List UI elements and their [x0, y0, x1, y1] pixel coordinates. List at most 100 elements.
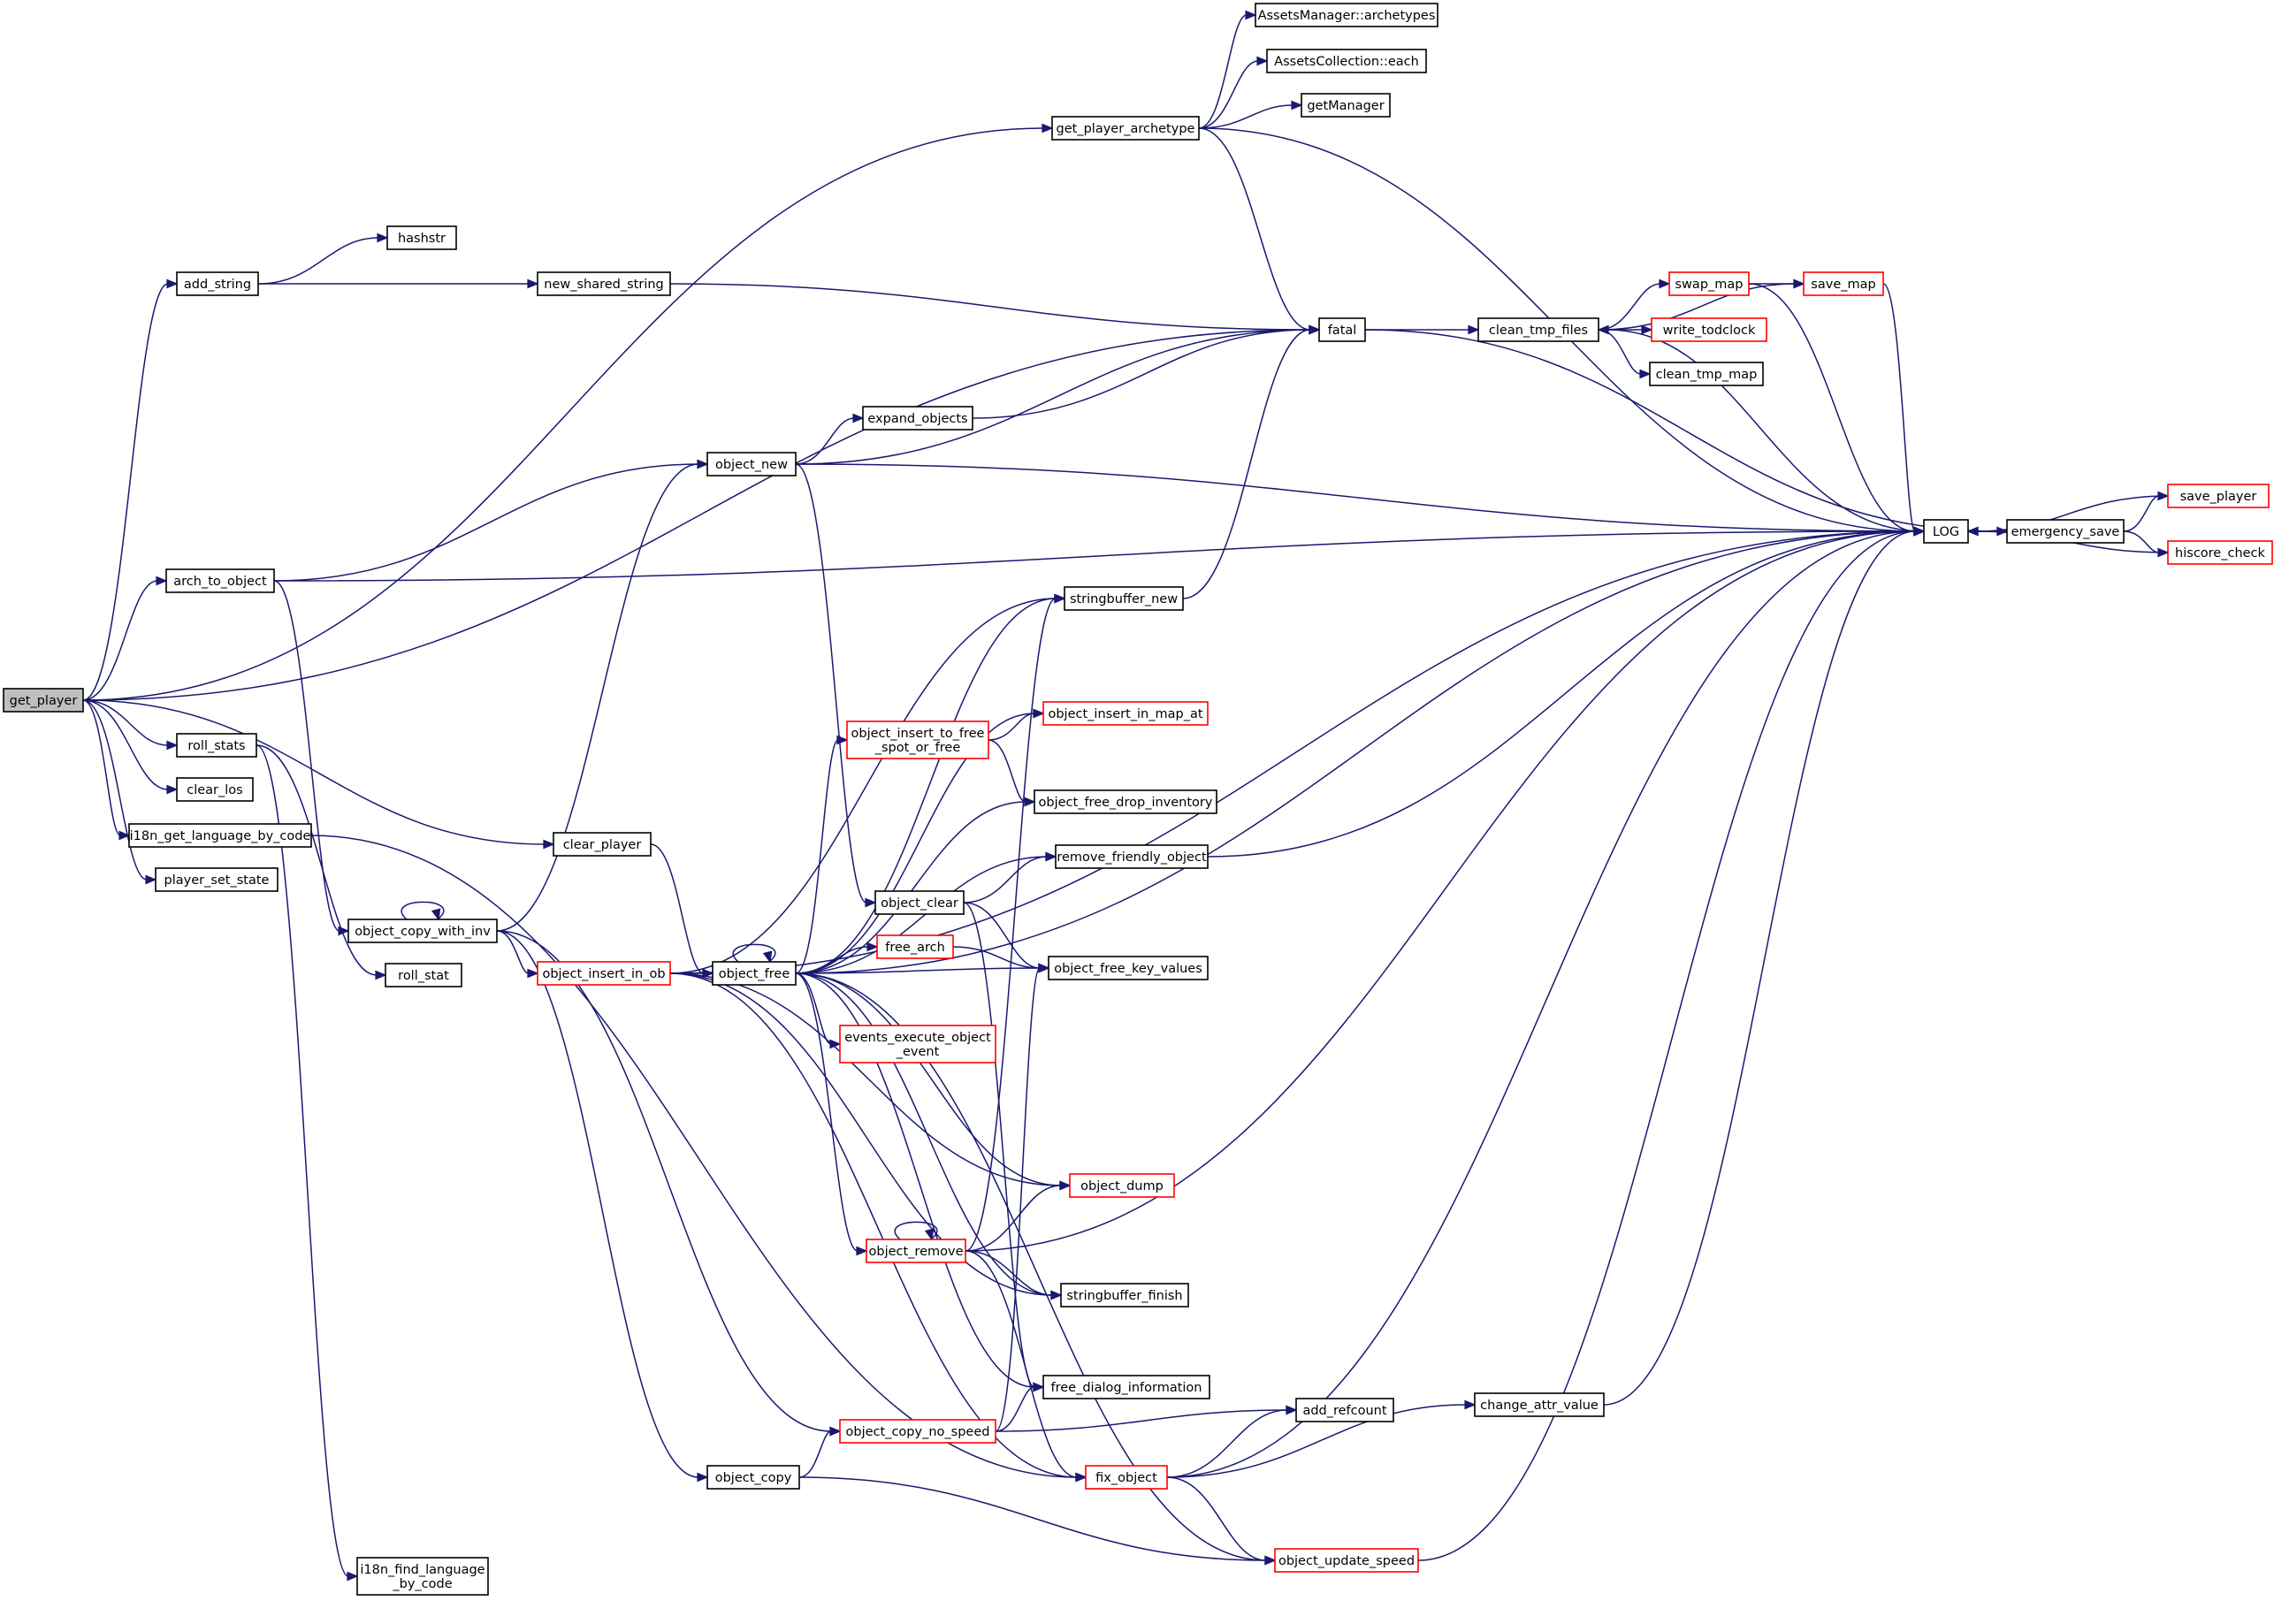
node-fatal[interactable]: fatal [1318, 317, 1366, 342]
node-object_insert_in_ob[interactable]: object_insert_in_ob [537, 961, 671, 986]
node-new_shared_string[interactable]: new_shared_string [537, 271, 671, 296]
node-add_refcount[interactable]: add_refcount [1295, 1398, 1394, 1422]
node-object_insert_in_map_at[interactable]: object_insert_in_map_at [1042, 701, 1209, 726]
node-label: object_new [715, 458, 788, 472]
node-save_player[interactable]: save_player [2167, 484, 2270, 508]
node-assets_collection_each[interactable]: AssetsCollection::each [1266, 49, 1427, 73]
edge-object_copy_no_speed-to-object_free_key_values [995, 963, 1050, 1432]
edge-fix_object-to-object_update_speed [1166, 1476, 1277, 1566]
node-clear_player[interactable]: clear_player [553, 832, 652, 857]
node-clean_tmp_map[interactable]: clean_tmp_map [1649, 362, 1764, 386]
edge-get_player-to-player_set_state [82, 699, 157, 885]
node-free_dialog_information[interactable]: free_dialog_information [1042, 1375, 1210, 1399]
node-i18n_find_language_by_code[interactable]: i18n_find_language_by_code [356, 1557, 489, 1596]
node-save_map[interactable]: save_map [1803, 271, 1884, 296]
node-player_set_state[interactable]: player_set_state [155, 867, 279, 892]
edge-clean_tmp_files-to-clean_tmp_map [1598, 329, 1652, 379]
node-events_execute_object_event[interactable]: events_execute_object_event [839, 1025, 996, 1064]
node-object_free[interactable]: object_free [712, 961, 797, 986]
node-assets_manager_archetypes[interactable]: AssetsManager::archetypes [1255, 3, 1438, 27]
edge-arch_to_object-to-log [273, 526, 1926, 582]
node-label: events_execute_object [844, 1031, 991, 1045]
node-object_free_drop_inventory[interactable]: object_free_drop_inventory [1034, 789, 1217, 814]
node-object_clear[interactable]: object_clear [874, 890, 965, 915]
node-label: AssetsManager::archetypes [1258, 9, 1436, 23]
edge-clear_player-to-object_free [650, 843, 714, 979]
node-get_player_archetype[interactable]: get_player_archetype [1051, 116, 1200, 141]
node-roll_stats[interactable]: roll_stats [176, 733, 257, 758]
node-box [1042, 1375, 1210, 1399]
node-change_attr_value[interactable]: change_attr_value [1474, 1392, 1605, 1417]
node-object_free_key_values[interactable]: object_free_key_values [1048, 956, 1209, 980]
node-object_remove[interactable]: object_remove [866, 1239, 966, 1263]
node-label: object_insert_in_map_at [1048, 707, 1202, 721]
node-box [1803, 271, 1884, 296]
edge-arch_to_object-to-object_new [273, 459, 709, 582]
node-arch_to_object[interactable]: arch_to_object [165, 568, 275, 593]
edge-object_new-to-log [795, 463, 1926, 537]
node-box [1042, 701, 1209, 726]
nodes-layer: get_player get_player_archetype AssetsMana… [3, 3, 2273, 1596]
node-roll_stat[interactable]: roll_stat [385, 963, 462, 987]
edge-object_clear-to-object_free_key_values [963, 902, 1050, 973]
node-label: free_arch [885, 941, 945, 955]
node-box [2006, 519, 2125, 544]
node-label: LOG [1933, 525, 1959, 539]
node-write_todclock[interactable]: write_todclock [1651, 317, 1767, 342]
node-stringbuffer_new[interactable]: stringbuffer_new [1064, 586, 1184, 611]
node-clean_tmp_files[interactable]: clean_tmp_files [1477, 317, 1599, 342]
node-i18n_get_language_by_code[interactable]: i18n_get_language_by_code [128, 823, 312, 848]
node-hiscore_check[interactable]: hiscore_check [2167, 540, 2273, 565]
edge-object_copy_with_inv-to-object_copy_no_speed [496, 930, 842, 1437]
node-remove_friendly_object[interactable]: remove_friendly_object [1055, 844, 1209, 869]
node-box [347, 919, 498, 943]
node-hashstr[interactable]: hashstr [386, 225, 457, 250]
node-object_insert_to_free_spot_or_free[interactable]: object_insert_to_free_spot_or_free [846, 721, 989, 759]
node-box [706, 452, 797, 477]
node-box [385, 963, 462, 987]
node-box [1255, 3, 1438, 27]
node-label: object_free_drop_inventory [1039, 796, 1213, 810]
node-label: new_shared_string [544, 278, 664, 292]
node-box [356, 1557, 489, 1596]
node-emergency_save[interactable]: emergency_save [2006, 519, 2125, 544]
node-box [2167, 484, 2270, 508]
node-box [866, 1239, 966, 1263]
node-box [876, 934, 954, 959]
edge-fix_object-to-change_attr_value [1166, 1399, 1477, 1478]
edge-get_player-to-clear_player [82, 699, 555, 850]
node-swap_map[interactable]: swap_map [1668, 271, 1750, 296]
node-box [1069, 1173, 1175, 1198]
node-add_string[interactable]: add_string [176, 271, 259, 296]
node-label: fix_object [1095, 1471, 1157, 1485]
edge-new_shared_string-to-fatal [669, 283, 1321, 335]
edge-object_copy_with_inv-to-object_copy_with_inv [401, 901, 445, 921]
node-object_dump[interactable]: object_dump [1069, 1173, 1175, 1198]
node-label: clear_los [187, 783, 242, 797]
node-object_copy[interactable]: object_copy [706, 1465, 800, 1490]
node-log[interactable]: LOG [1923, 519, 1969, 544]
node-stringbuffer_finish[interactable]: stringbuffer_finish [1060, 1283, 1189, 1308]
node-expand_objects[interactable]: expand_objects [862, 406, 973, 431]
edge-fix_object-to-add_refcount [1166, 1405, 1298, 1478]
node-box [176, 777, 254, 802]
node-get_manager[interactable]: getManager [1301, 93, 1391, 118]
node-box [2167, 540, 2273, 565]
node-free_arch[interactable]: free_arch [876, 934, 954, 959]
edge-object_copy-to-object_update_speed [798, 1476, 1277, 1566]
node-label: _spot_or_free [874, 741, 961, 755]
node-object_new[interactable]: object_new [706, 452, 797, 477]
node-label: hashstr [398, 232, 446, 246]
node-object_copy_no_speed[interactable]: object_copy_no_speed [839, 1419, 996, 1444]
node-label: remove_friendly_object [1057, 850, 1207, 865]
edge-object_free-to-events_execute_object_event [795, 972, 842, 1049]
edge-object_new-to-fatal [795, 324, 1321, 465]
node-clear_los[interactable]: clear_los [176, 777, 254, 802]
node-get_player[interactable]: get_player [3, 688, 84, 713]
edge-object_copy_no_speed-to-free_dialog_information [995, 1382, 1045, 1432]
node-fix_object[interactable]: fix_object [1085, 1465, 1168, 1490]
node-object_copy_with_inv[interactable]: object_copy_with_inv [347, 919, 498, 943]
node-object_update_speed[interactable]: object_update_speed [1274, 1548, 1419, 1573]
node-label: clean_tmp_files [1489, 324, 1588, 338]
edge-object_remove-to-log [965, 526, 1926, 1252]
